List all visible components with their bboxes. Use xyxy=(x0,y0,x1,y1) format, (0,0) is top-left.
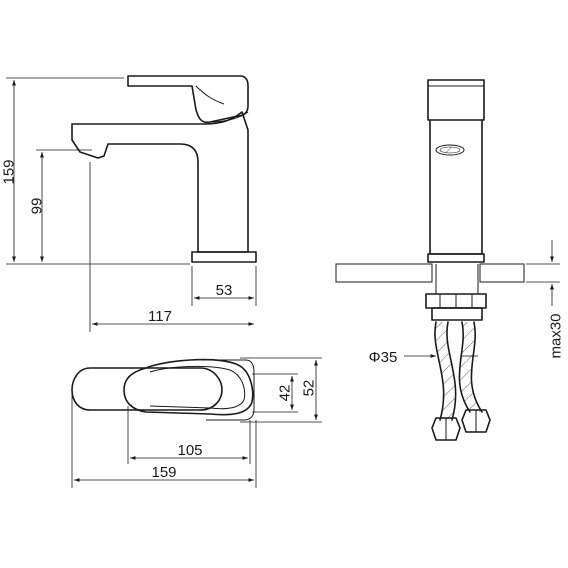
counter-right xyxy=(479,263,525,283)
front-view-dimensions: Φ35 max30 xyxy=(369,240,564,366)
dim-base-length: 105 xyxy=(177,442,202,459)
dim-body-width: 52 xyxy=(300,380,317,397)
hose-nut-right xyxy=(461,409,491,433)
counter-left xyxy=(335,263,433,283)
side-view-faucet xyxy=(71,75,257,263)
dim-spout-reach: 117 xyxy=(148,308,172,325)
front-lever xyxy=(427,79,485,121)
dim-overall-length: 159 xyxy=(151,464,176,481)
dim-base-depth: 53 xyxy=(216,282,233,299)
base-plate xyxy=(191,251,257,263)
front-view-faucet xyxy=(335,79,525,441)
front-body xyxy=(429,119,483,255)
washer xyxy=(431,307,483,321)
side-view-dimensions: 159 99 53 117 xyxy=(0,77,257,332)
dim-spout-height: 99 xyxy=(28,198,45,215)
dim-max-deck-thickness: max30 xyxy=(547,313,564,358)
dim-hole-diameter: Φ35 xyxy=(369,349,398,366)
handle-lever xyxy=(127,75,249,124)
faucet-body xyxy=(71,111,249,253)
aerator xyxy=(435,144,465,156)
dim-handle-width: 42 xyxy=(276,385,293,402)
top-view-dimensions: 42 52 105 159 xyxy=(71,357,322,488)
hose-nut-left xyxy=(431,417,461,441)
top-spout xyxy=(71,367,223,411)
dim-overall-height: 159 xyxy=(0,159,17,184)
top-view-faucet xyxy=(71,358,255,421)
